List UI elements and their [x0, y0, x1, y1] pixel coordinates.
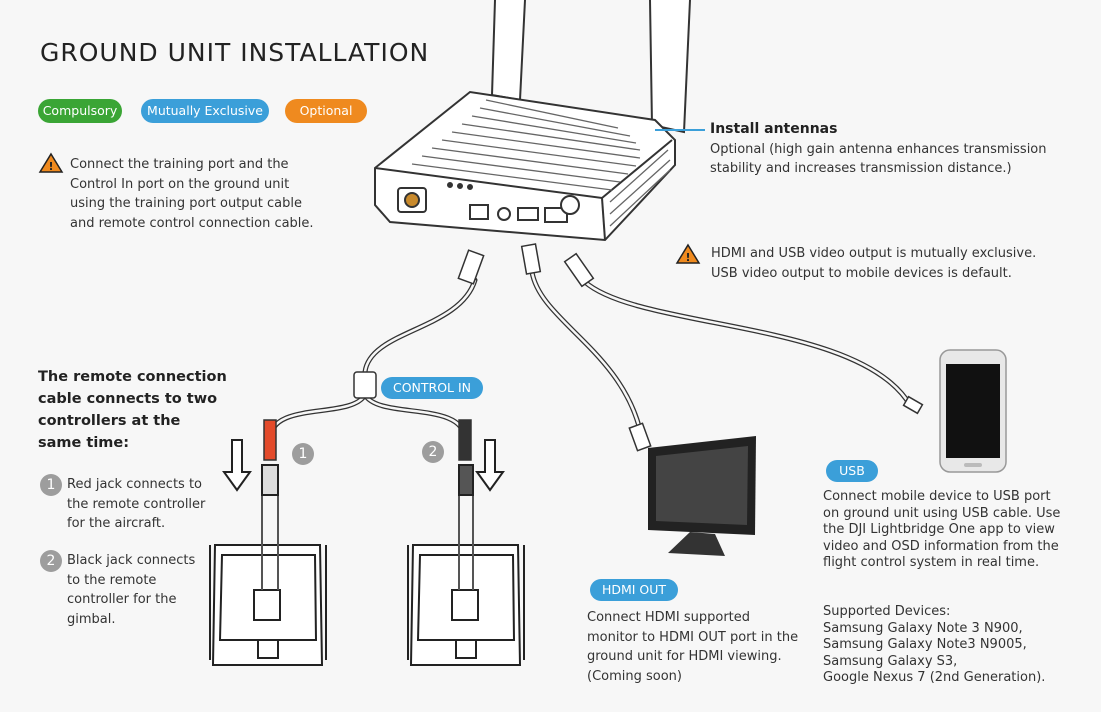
device-item: Samsung Galaxy S3, — [823, 653, 958, 669]
cables — [267, 269, 913, 443]
red-jack — [263, 419, 277, 461]
antennas-body: Optional (high gain antenna enhances tra… — [710, 141, 1047, 177]
hdmi-end — [628, 422, 652, 452]
step-number: 2 — [40, 550, 62, 572]
step-1-text: Red jack connects to the remote controll… — [67, 477, 206, 531]
controller-gimbal — [407, 464, 525, 666]
control-in-tag: CONTROL IN — [381, 377, 483, 399]
black-jack — [458, 419, 472, 461]
antennas — [490, 0, 691, 134]
controller-aircraft — [209, 464, 327, 666]
warning-icon — [38, 152, 64, 173]
monitor — [648, 436, 756, 556]
arrow-down-icon — [475, 439, 505, 492]
hdmi-body: Connect HDMI supported monitor to HDMI O… — [587, 610, 799, 684]
supported-devices: Supported Devices: Samsung Galaxy Note 3… — [823, 604, 1063, 687]
video-output-warning: HDMI and USB video output is mutually ex… — [711, 246, 1037, 281]
controller-2-number: 2 — [422, 441, 444, 463]
svg-text:!: ! — [685, 251, 690, 264]
smartphone — [939, 349, 1007, 473]
usb-end — [902, 395, 924, 415]
training-port-warning: Connect the training port and the Contro… — [70, 157, 314, 231]
usb-tag: USB — [826, 460, 878, 482]
step-number: 1 — [40, 474, 62, 496]
legend-compulsory: Compulsory — [38, 99, 122, 123]
legend-optional: Optional — [285, 99, 367, 123]
legend-mutually-exclusive: Mutually Exclusive — [141, 99, 269, 123]
svg-text:!: ! — [48, 160, 53, 173]
page-title: GROUND UNIT INSTALLATION — [40, 38, 430, 67]
hdmi-out-tag: HDMI OUT — [590, 579, 678, 601]
audio-plug — [457, 249, 485, 285]
device-item: Google Nexus 7 (2nd Generation). — [823, 670, 1046, 685]
arrow-down-icon — [222, 439, 252, 492]
step-2-text: Black jack connects to the remote contro… — [67, 553, 196, 627]
splitter — [353, 371, 377, 399]
device-item: Samsung Galaxy Note 3 N900, — [823, 620, 1023, 636]
antennas-heading: Install antennas — [710, 121, 838, 137]
remote-heading: The remote connection cable connects to … — [38, 369, 227, 451]
devices-heading: Supported Devices: — [823, 604, 951, 619]
hdmi-plug — [520, 243, 542, 275]
controller-1-number: 1 — [292, 443, 314, 465]
usb-body: Connect mobile device to USB port on gro… — [823, 489, 1061, 570]
device-item: Samsung Galaxy Note3 N9005, — [823, 637, 1027, 652]
usb-plug — [563, 252, 595, 288]
ground-unit — [374, 90, 676, 242]
warning-icon — [675, 243, 701, 264]
